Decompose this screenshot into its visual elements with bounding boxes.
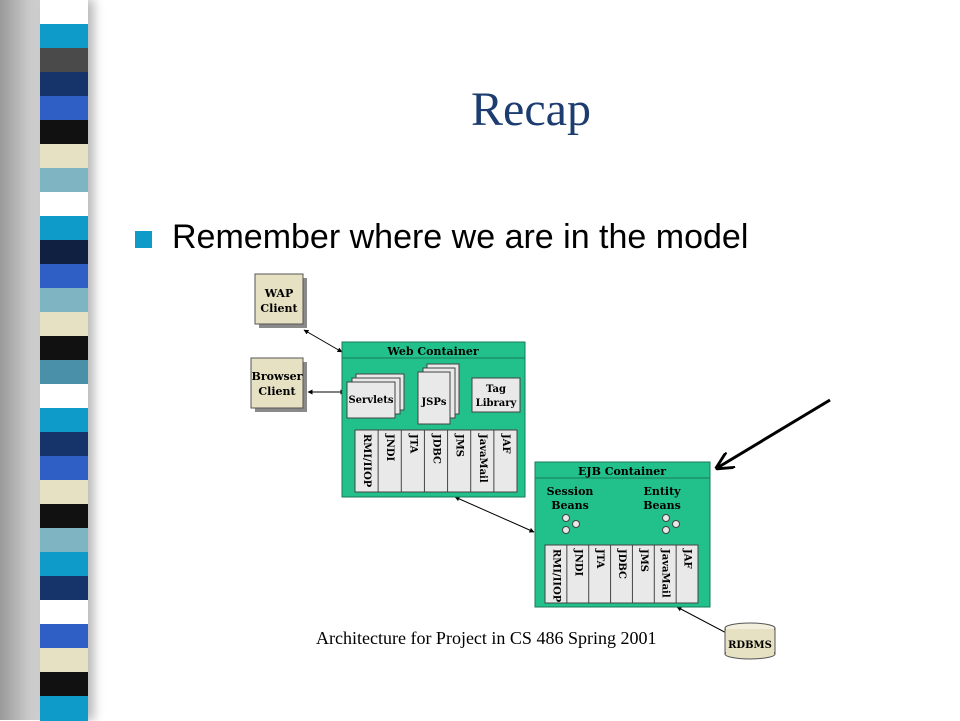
pointer-arrow: [717, 398, 831, 468]
service-label: JAF: [682, 548, 693, 569]
stripe-segment: [40, 96, 88, 121]
stripe-segment: [40, 216, 88, 241]
stripe-segment: [40, 600, 88, 625]
service-label: JMS: [638, 548, 649, 572]
square-bullet-icon: [135, 231, 152, 248]
bullet-item: Remember where we are in the model: [135, 218, 748, 257]
stripe-segment: [40, 312, 88, 337]
stripe-segment: [40, 528, 88, 553]
stripe-segment: [40, 72, 88, 97]
tag-library-label-2: Library: [476, 398, 518, 409]
stripe-segment: [40, 288, 88, 313]
wap-client-label-1: WAP: [264, 287, 293, 300]
stripe-segment: [40, 552, 88, 577]
service-label: JavaMail: [660, 548, 671, 598]
stripe-segment: [40, 576, 88, 601]
rdbms-label: RDBMS: [728, 640, 772, 651]
service-label: JDBC: [431, 433, 442, 464]
service-label: RMI/IIOP: [550, 549, 561, 603]
browser-client-label-1: Browser: [252, 370, 303, 383]
stripe-segment: [40, 648, 88, 673]
stripe-segment: [40, 504, 88, 529]
jsps-label: JSPs: [420, 397, 446, 408]
wap-web-arrow: [303, 329, 343, 353]
wap-client-box: WAP Client: [254, 273, 307, 328]
stripe-segment: [40, 360, 88, 385]
service-label: JTA: [407, 433, 418, 454]
session-beans-label-2: Beans: [551, 499, 589, 512]
stripe-segment: [40, 432, 88, 457]
stripe-segment: [40, 264, 88, 289]
web-container: Web Container Servlets JSPs Tag Library …: [341, 341, 526, 498]
striped-decoration: [40, 0, 88, 721]
tag-library-label-1: Tag: [486, 384, 506, 395]
stripe-segment: [40, 168, 88, 193]
stripe-segment: [40, 0, 88, 25]
entity-beans-label-1: Entity: [643, 485, 681, 498]
stripe-segment: [40, 336, 88, 361]
stripe-segment: [40, 456, 88, 481]
ejb-container-title: EJB Container: [578, 465, 666, 478]
servlets-label: Servlets: [348, 395, 393, 406]
stripe-segment: [40, 240, 88, 265]
web-ejb-arrow: [454, 496, 535, 533]
service-label: RMI/IIOP: [361, 434, 372, 488]
web-container-title: Web Container: [386, 345, 478, 358]
service-label: JAF: [500, 433, 511, 454]
session-beans-icon: [562, 514, 580, 534]
rdbms-database-icon: RDBMS: [724, 622, 776, 660]
left-decorative-bar: [0, 0, 110, 721]
bullet-text: Remember where we are in the model: [172, 218, 749, 256]
stripe-segment: [40, 192, 88, 217]
service-label: JDBC: [616, 548, 627, 579]
browser-client-label-2: Client: [258, 385, 296, 398]
ejb-rdbms-arrow: [676, 606, 733, 637]
stripe-segment: [40, 144, 88, 169]
service-label: JavaMail: [477, 433, 488, 483]
web-services-row: RMI/IIOP JNDI JTA JDBC JMS JavaMail JAF: [361, 430, 511, 492]
diagram-caption: Architecture for Project in CS 486 Sprin…: [316, 628, 657, 648]
session-beans-label-1: Session: [547, 485, 594, 498]
stripe-segment: [40, 24, 88, 49]
service-label: JTA: [594, 548, 605, 569]
stripe-segment: [40, 480, 88, 505]
stripe-segment: [40, 408, 88, 433]
stripe-segment: [40, 48, 88, 73]
stripe-segment: [40, 672, 88, 697]
stripe-segment: [40, 624, 88, 649]
stripe-segment: [40, 120, 88, 145]
service-label: JNDI: [572, 548, 583, 577]
slide-title: Recap: [471, 83, 591, 136]
service-label: JMS: [454, 433, 465, 457]
stripe-segment: [40, 696, 88, 721]
ejb-services-row: RMI/IIOP JNDI JTA JDBC JMS JavaMail JAF: [550, 545, 693, 603]
wap-client-label-2: Client: [260, 302, 298, 315]
ejb-container: EJB Container Session Beans Entity Beans…: [534, 461, 711, 608]
stripe-segment: [40, 384, 88, 409]
browser-client-box: Browser Client: [250, 357, 307, 412]
service-label: JNDI: [384, 433, 395, 462]
entity-beans-label-2: Beans: [643, 499, 681, 512]
entity-beans-icon: [662, 514, 680, 534]
